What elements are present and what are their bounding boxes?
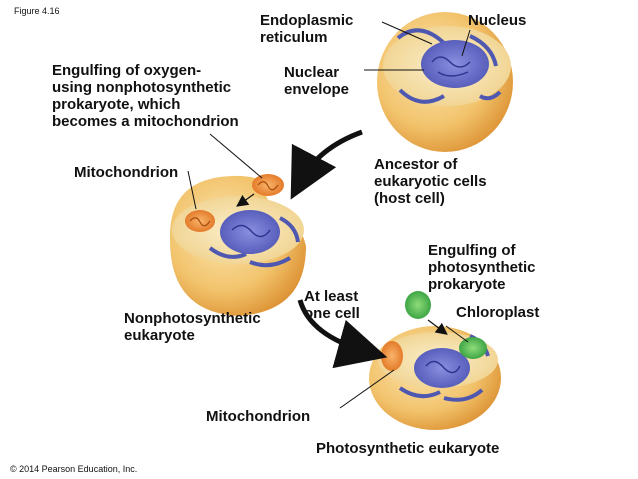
label-mitochondrion-top: Mitochondrion (74, 164, 179, 181)
photo-nucleus (414, 348, 470, 388)
host-cell (377, 12, 513, 152)
label-engulfing-oxygen: Engulfing of oxygen- using nonphotosynth… (52, 62, 239, 130)
nonphotosynthetic-cell (169, 174, 306, 316)
arrow-nonphoto-to-photo (297, 299, 388, 369)
label-engulfing-photosynthetic: Engulfing of photosynthetic prokaryote (428, 242, 536, 293)
host-nucleus (421, 40, 489, 88)
label-nuclear-envelope: Nuclear envelope (284, 64, 350, 98)
label-chloroplast: Chloroplast (456, 304, 540, 321)
arrow-host-to-nonphoto (290, 129, 363, 200)
chloroplast-engulfed (405, 291, 431, 319)
nonphoto-nucleus (220, 210, 280, 254)
leader-lines (187, 21, 471, 409)
label-at-least-one-cell: At least one cell (304, 288, 360, 322)
figure-label: Figure 4.16 (14, 6, 60, 16)
photosynthetic-cell (369, 291, 501, 430)
copyright: © 2014 Pearson Education, Inc. (10, 464, 138, 474)
label-nonphotosynthetic: Nonphotosynthetic eukaryote (124, 310, 261, 344)
label-nucleus: Nucleus (468, 12, 527, 29)
label-ancestor-cell: Ancestor of eukaryotic cells (host cell) (374, 156, 487, 207)
label-endoplasmic-reticulum: Endoplasmic reticulum (260, 12, 354, 46)
label-photosynthetic: Photosynthetic eukaryote (316, 440, 500, 457)
chloroplast-inside (459, 337, 487, 359)
photo-mitochondrion (381, 341, 403, 371)
label-mitochondrion-bottom: Mitochondrion (206, 408, 311, 425)
